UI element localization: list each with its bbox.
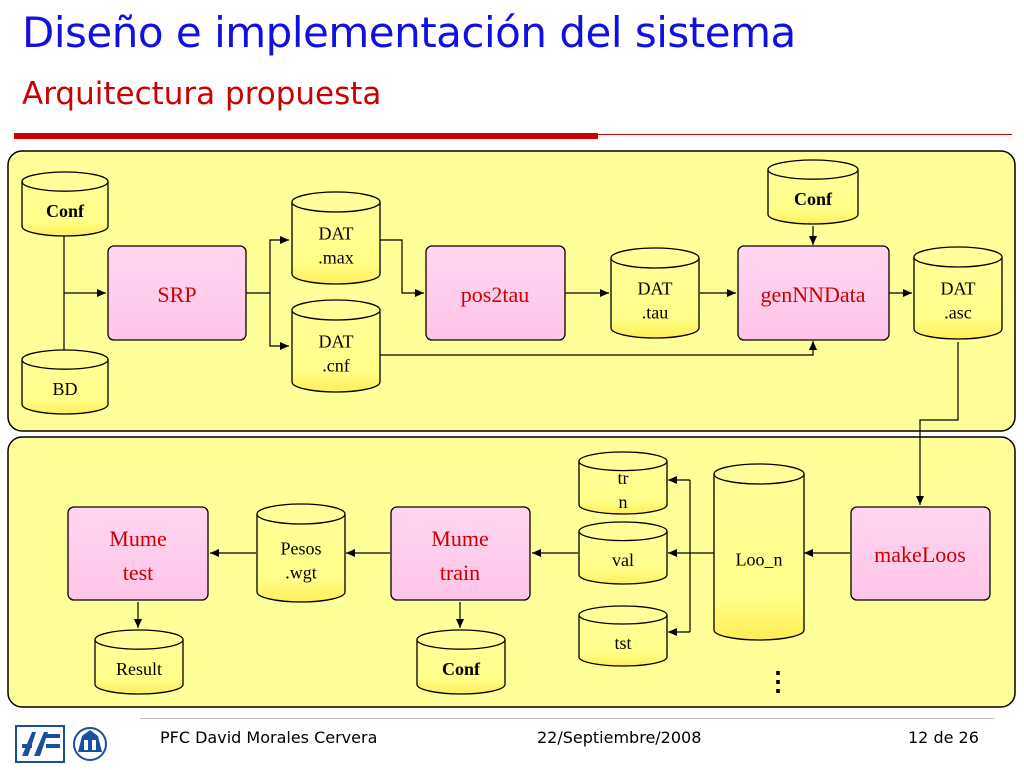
store-tst-label: tst (614, 633, 631, 653)
store-dat-max-label: DAT (319, 223, 354, 243)
store-loo-n: Loo_n (713, 463, 805, 641)
title-rule-thick (14, 133, 598, 139)
svg-text:test: test (123, 560, 154, 585)
store-conf-top-right-label: Conf (794, 189, 833, 209)
process-makeloos: makeLoos (850, 506, 991, 601)
more-ellipsis: ⋮ (765, 667, 791, 696)
store-dat-tau: DAT .tau (610, 247, 700, 339)
store-bd: BD (21, 349, 109, 415)
store-dat-max: DAT .max (291, 191, 381, 285)
store-dat-asc-label: .asc (944, 302, 971, 322)
svg-text:genNNData: genNNData (760, 282, 865, 307)
store-bd-label: BD (52, 379, 77, 399)
store-conf-bottom-label: Conf (442, 659, 481, 679)
footer-author: PFC David Morales Cervera (160, 728, 378, 747)
store-val-label: val (612, 550, 634, 570)
svg-text:train: train (440, 560, 480, 585)
bottom-connectors (134, 476, 850, 636)
store-dat-cnf: DAT .cnf (291, 299, 381, 393)
svg-text:Mume: Mume (109, 526, 166, 551)
store-trn-label: n (619, 492, 628, 512)
data-stores: ConfBDDAT.maxDAT.cnfDAT.tauConfDAT.ascLo… (21, 159, 1003, 695)
title-rule-thin (598, 134, 1012, 135)
university-logo (14, 722, 124, 770)
store-dat-tau-label: .tau (642, 302, 669, 322)
footer-page-number: 12 de 26 (908, 728, 979, 747)
store-val: val (578, 521, 668, 585)
process-mume-test: Mume test (67, 506, 209, 601)
store-pesos-wgt-label: Pesos (280, 538, 321, 558)
top-connectors (63, 226, 959, 505)
store-dat-tau-label: DAT (638, 278, 673, 298)
store-loo-n-label: Loo_n (736, 549, 783, 569)
process-srp: SRP (107, 245, 247, 341)
slide-title: Diseño e implementación del sistema (22, 8, 796, 57)
store-dat-max-label: .max (318, 247, 354, 267)
store-result-label: Result (116, 659, 162, 679)
svg-text:pos2tau: pos2tau (461, 282, 529, 307)
footer-date: 22/Septiembre/2008 (537, 728, 702, 747)
footer-rule (140, 718, 994, 719)
store-trn-label: tr (618, 468, 629, 488)
process-mume-train: Mume train (390, 506, 531, 601)
process-gennndata: genNNData (737, 245, 890, 341)
store-dat-asc-label: DAT (941, 278, 976, 298)
svg-text:Mume: Mume (431, 526, 488, 551)
slide-subtitle: Arquitectura propuesta (22, 76, 382, 112)
store-tst: tst (578, 605, 668, 667)
store-conf-top-right: Conf (767, 159, 859, 225)
store-result: Result (94, 629, 184, 695)
store-dat-asc: DAT .asc (913, 246, 1003, 340)
store-pesos-wgt: Pesos .wgt (256, 503, 346, 603)
store-conf-bottom: Conf (416, 629, 506, 695)
store-dat-cnf-label: .cnf (322, 355, 349, 375)
store-dat-cnf-label: DAT (319, 331, 354, 351)
process-pos2tau: pos2tau (425, 245, 566, 341)
store-trn: tr n (578, 451, 668, 515)
store-pesos-wgt-label: .wgt (285, 562, 317, 582)
svg-text:SRP: SRP (157, 282, 196, 307)
svg-text:makeLoos: makeLoos (874, 542, 966, 567)
store-conf-top-left-label: Conf (46, 201, 85, 221)
store-conf-top-left: Conf (21, 171, 109, 237)
